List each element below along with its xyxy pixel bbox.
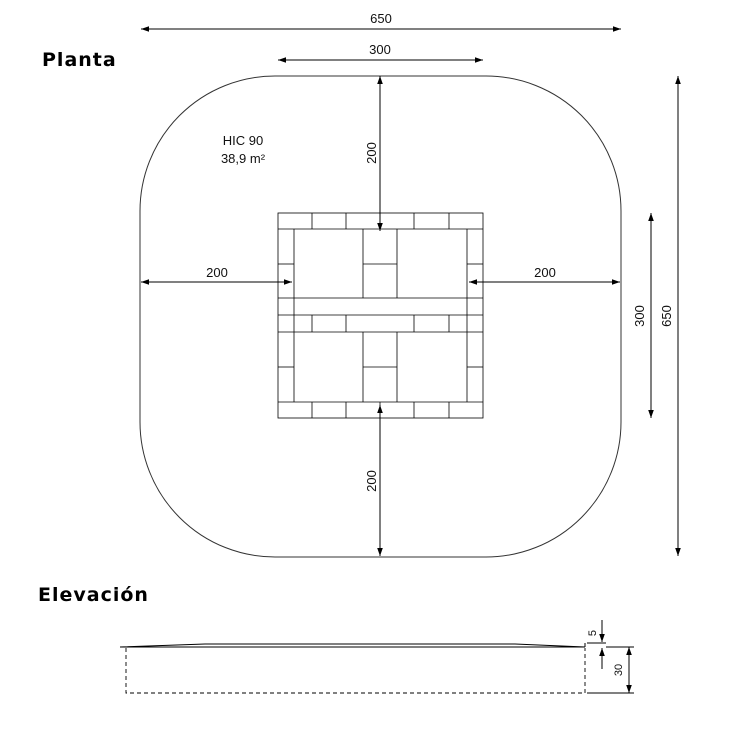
dim-left-gap-label: 200 [206, 265, 228, 280]
dim-total-height-label: 650 [659, 305, 674, 327]
dim-top-thickness-label: 5 [587, 630, 599, 636]
dim-inner-width-label: 300 [369, 42, 391, 57]
planta-title: Planta [42, 49, 117, 71]
dim-depth-label: 30 [613, 664, 625, 676]
dim-bottom-gap-label: 200 [364, 470, 379, 492]
dim-top-thickness [587, 620, 606, 669]
surface-type-label: HIC 90 [223, 133, 263, 148]
dim-top-gap-label: 200 [364, 142, 379, 164]
dim-inner-height-label: 300 [632, 305, 647, 327]
dim-right-gap-label: 200 [534, 265, 556, 280]
equipment-footprint [277, 212, 484, 419]
dim-total-width-label: 650 [370, 11, 392, 26]
dim-depth [587, 646, 634, 694]
elevation-profile [119, 643, 586, 694]
surface-area-label: 38,9 m² [221, 151, 266, 166]
elevacion-title: Elevación [38, 584, 149, 606]
